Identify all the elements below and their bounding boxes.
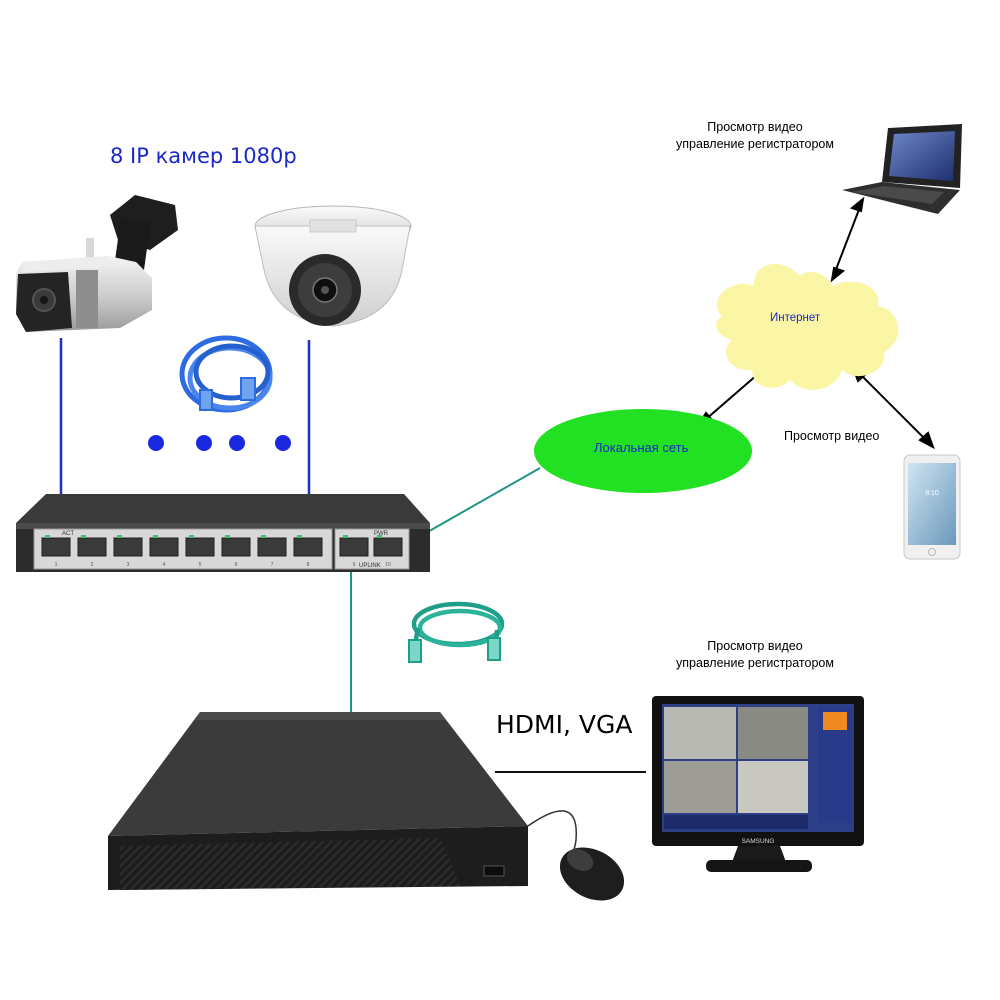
switch-port-led-4 <box>153 535 158 538</box>
diagram-title: 8 IP камер 1080p <box>110 144 297 168</box>
switch-port-5 <box>185 537 215 557</box>
switch-uplink-label: UPLINK <box>359 563 381 569</box>
switch-port-led-3 <box>117 535 122 538</box>
bullet-camera-icon <box>16 195 178 332</box>
laptop-caption-line2: управление регистратором <box>676 137 834 151</box>
monitor-caption-line2: управление регистратором <box>676 656 834 670</box>
switch-port-number: 5 <box>199 562 202 568</box>
switch-port-led-9 <box>343 535 348 538</box>
phone-time: 8:10 <box>925 490 939 497</box>
switch-port-number: 1 <box>55 562 58 568</box>
hdmi-vga-label: HDMI, VGA <box>496 710 633 739</box>
switch-port-led-7 <box>261 535 266 538</box>
switch-port-number: 6 <box>235 562 238 568</box>
switch-port-8 <box>293 537 323 557</box>
switch-port-number: 7 <box>271 562 274 568</box>
cloud-icon <box>716 263 899 390</box>
nvr-recorder-icon <box>108 712 528 890</box>
monitor-caption-line1: Просмотр видео <box>707 639 803 653</box>
switch-port-led-5 <box>189 535 194 538</box>
switch-port-3 <box>113 537 143 557</box>
monitor-icon: SAMSUNG <box>652 696 864 872</box>
switch-port-number: 4 <box>163 562 166 568</box>
switch-port-4 <box>149 537 179 557</box>
green-cable-icon <box>408 601 505 663</box>
more-cameras-dots <box>148 435 291 451</box>
switch-port-led-6 <box>225 535 230 538</box>
switch-port-number: 9 <box>353 562 356 568</box>
switch-port-6 <box>221 537 251 557</box>
internet-label: Интернет <box>770 312 821 324</box>
laptop-icon <box>842 124 962 214</box>
monitor-brand: SAMSUNG <box>742 838 775 845</box>
lan-ellipse <box>534 409 752 493</box>
laptop-caption-line1: Просмотр видео <box>707 120 803 134</box>
smartphone-icon: 8:10 <box>903 454 961 560</box>
switch-pwr-label: PWR <box>374 531 389 537</box>
switch-port-2 <box>77 537 107 557</box>
switch-port-10 <box>373 537 403 557</box>
phone-caption: Просмотр видео <box>784 429 880 443</box>
dome-camera-icon <box>254 205 412 327</box>
switch-port-number: 8 <box>307 562 310 568</box>
switch-port-7 <box>257 537 287 557</box>
switch-port-1 <box>41 537 71 557</box>
monitor-caption: Просмотр видео управление регистратором <box>660 638 850 672</box>
switch-port-number: 3 <box>127 562 130 568</box>
arrow-internet-laptop <box>830 196 865 283</box>
mouse-icon <box>527 810 625 901</box>
poe-switch-icon: 1 2 3 4 5 6 7 8 9 10 ACT UPLINK PWR <box>16 494 430 572</box>
switch-port-number: 2 <box>91 562 94 568</box>
switch-port-led-2 <box>81 535 86 538</box>
switch-port-led-1 <box>45 535 50 538</box>
switch-port-number: 10 <box>385 562 391 568</box>
switch-port-led-10 <box>377 535 382 538</box>
switch-act-label: ACT <box>62 531 74 537</box>
laptop-caption: Просмотр видео управление регистратором <box>660 119 850 153</box>
switch-ports: 1 2 3 4 5 6 7 8 9 10 <box>41 535 403 568</box>
switch-port-9 <box>339 537 369 557</box>
switch-port-led-8 <box>297 535 302 538</box>
lan-label: Локальная сеть <box>594 440 689 455</box>
blue-cable-icon <box>179 335 273 413</box>
